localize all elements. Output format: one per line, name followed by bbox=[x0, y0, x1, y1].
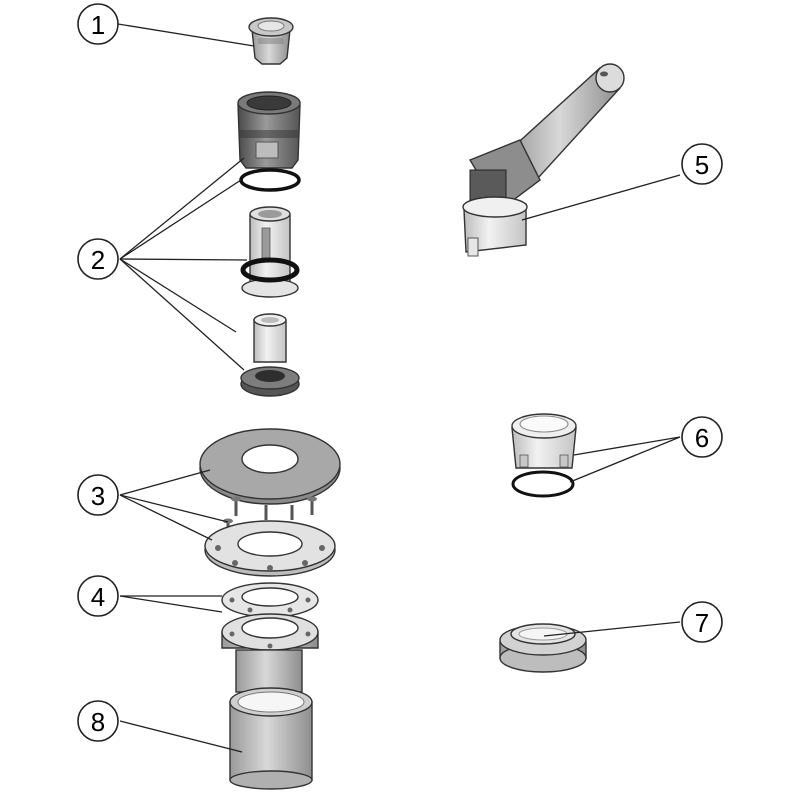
callout-8: 8 bbox=[77, 700, 119, 742]
callout-2-label: 2 bbox=[91, 245, 105, 275]
part-6-cap bbox=[511, 413, 577, 469]
callout-8-label: 8 bbox=[91, 707, 105, 737]
part-8-pipe-socket bbox=[229, 687, 313, 790]
part-4-gasket bbox=[221, 582, 319, 618]
callout-4-label: 4 bbox=[91, 582, 105, 612]
callout-6: 6 bbox=[681, 416, 723, 458]
callout-7-label: 7 bbox=[695, 608, 709, 638]
part-2-sleeve bbox=[237, 91, 301, 169]
callout-1-label: 1 bbox=[91, 10, 105, 40]
callout-7: 7 bbox=[681, 601, 723, 643]
part-4-flange bbox=[221, 613, 319, 651]
part-body-tube bbox=[235, 649, 303, 693]
callout-5: 5 bbox=[681, 143, 723, 185]
part-3-mounting-ring bbox=[204, 520, 336, 577]
callout-5-label: 5 bbox=[695, 150, 709, 180]
callout-6-label: 6 bbox=[695, 423, 709, 453]
callout-4: 4 bbox=[77, 575, 119, 617]
part-6-o-ring bbox=[511, 470, 575, 498]
callout-1: 1 bbox=[77, 3, 119, 45]
part-1-cap bbox=[248, 17, 294, 65]
part-3-cover-plate bbox=[199, 428, 341, 505]
part-5-swivel-head bbox=[462, 63, 625, 257]
part-2-inner-tube bbox=[241, 206, 299, 298]
part-2-o-ring-top bbox=[239, 168, 301, 192]
part-2-flange-ring bbox=[240, 366, 300, 397]
part-2-o-ring-middle bbox=[240, 257, 300, 283]
callout-2: 2 bbox=[77, 238, 119, 280]
callout-3: 3 bbox=[77, 474, 119, 516]
callout-3-label: 3 bbox=[91, 481, 105, 511]
leader-lines bbox=[117, 23, 681, 753]
part-7-plug bbox=[499, 623, 587, 673]
part-2-bushing bbox=[253, 313, 287, 363]
